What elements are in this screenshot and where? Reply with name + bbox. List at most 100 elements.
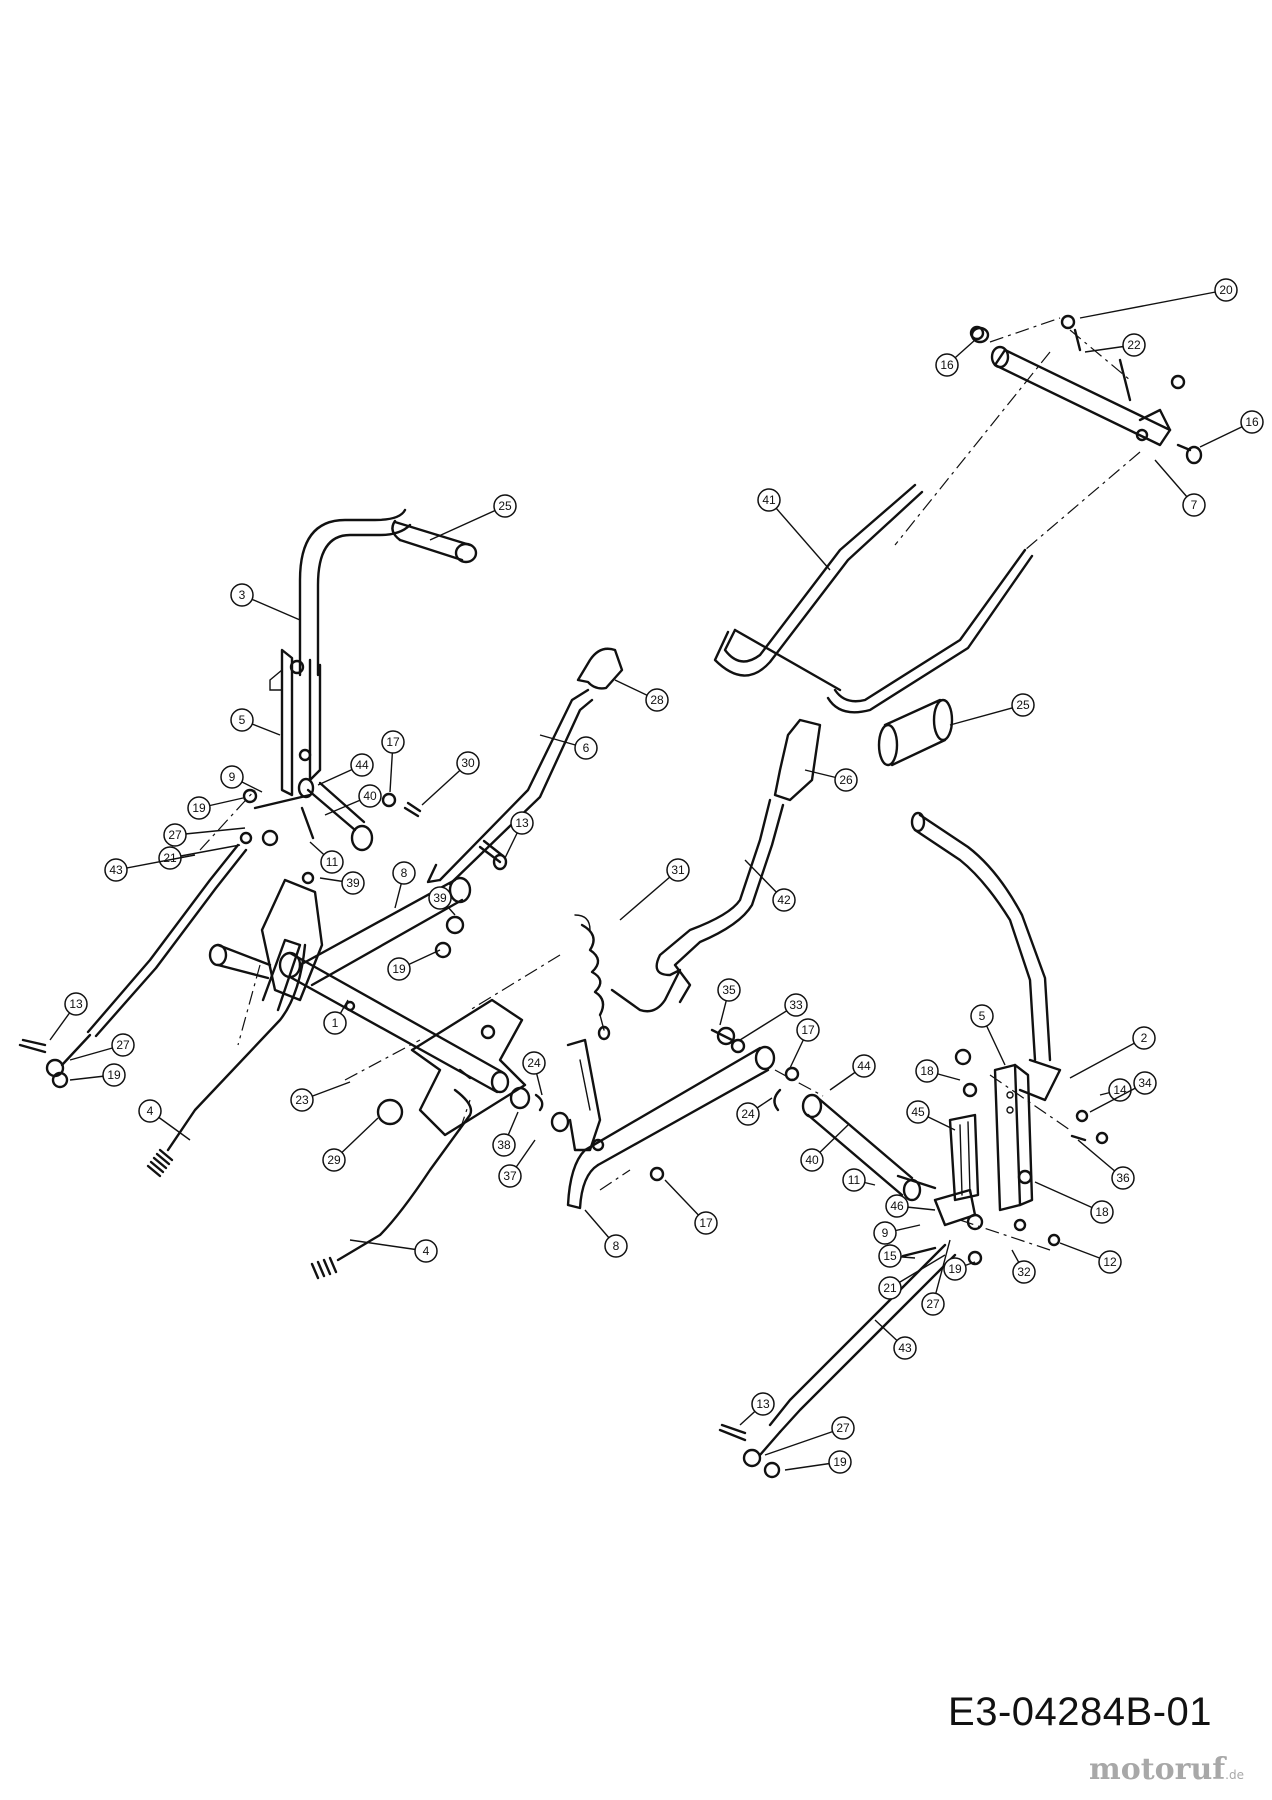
callout-label: 9	[882, 1226, 889, 1240]
callout-label: 16	[940, 358, 954, 372]
callout-bubble	[1098, 1250, 1122, 1274]
callout-19: 19	[69, 1063, 126, 1087]
callout-11: 11	[309, 841, 344, 874]
callout-28: 28	[614, 679, 669, 712]
callout-label: 36	[1116, 1171, 1130, 1185]
callout-25: 25	[949, 693, 1035, 726]
callout-bubble	[510, 811, 534, 835]
callout-7: 7	[1154, 459, 1206, 517]
arm-right	[566, 1045, 776, 1210]
callout-36: 36	[1077, 1139, 1135, 1190]
callout-16: 16	[1199, 410, 1264, 448]
callout-bubble	[943, 1257, 967, 1281]
callout-38: 38	[492, 1111, 519, 1157]
callout-5: 5	[230, 708, 281, 736]
callout-33: 33	[739, 993, 808, 1041]
callout-bubble	[970, 1004, 994, 1028]
callout-label: 41	[762, 493, 776, 507]
callout-13: 13	[504, 811, 534, 859]
callout-label: 9	[229, 770, 236, 784]
callout-26: 26	[804, 768, 858, 792]
bracket-right	[993, 1063, 1034, 1212]
callout-bubble	[320, 850, 344, 874]
callout-label: 29	[327, 1153, 341, 1167]
callout-label: 21	[883, 1281, 897, 1295]
callout-label: 4	[423, 1244, 430, 1258]
callout-label: 44	[355, 758, 369, 772]
callout-leader	[429, 505, 506, 541]
callout-label: 17	[386, 735, 400, 749]
callout-18: 18	[915, 1059, 961, 1083]
callout-bubble	[885, 1194, 909, 1218]
callout-label: 40	[805, 1153, 819, 1167]
callout-label: 44	[857, 1059, 871, 1073]
callout-13: 13	[49, 992, 88, 1041]
callout-leader	[1079, 289, 1227, 319]
callout-17: 17	[664, 1179, 718, 1235]
callout-label: 19	[107, 1068, 121, 1082]
callout-19: 19	[187, 796, 244, 820]
callout-label: 14	[1113, 1083, 1127, 1097]
callout-4: 4	[349, 1239, 438, 1263]
callout-21: 21	[878, 1254, 946, 1300]
callout-label: 32	[1017, 1265, 1031, 1279]
lever-right	[610, 718, 822, 1013]
center-hardware	[376, 1038, 602, 1152]
callout-bubble	[574, 736, 598, 760]
callout-16: 16	[935, 339, 976, 377]
callout-bubble	[1240, 410, 1264, 434]
callout-24: 24	[522, 1051, 546, 1096]
callout-bubble	[1214, 278, 1238, 302]
callout-bubble	[493, 494, 517, 518]
callout-label: 24	[741, 1107, 755, 1121]
callout-bubble	[604, 1234, 628, 1258]
callout-label: 27	[836, 1421, 850, 1435]
callout-27: 27	[764, 1416, 855, 1456]
callout-bubble	[772, 888, 796, 912]
callout-bubble	[104, 858, 128, 882]
callout-bubble	[341, 871, 365, 895]
callout-label: 21	[163, 851, 177, 865]
callout-label: 8	[401, 866, 408, 880]
callout-20: 20	[1079, 278, 1238, 319]
bracket-left	[269, 648, 322, 797]
callout-12: 12	[1059, 1242, 1122, 1274]
callout-label: 19	[833, 1455, 847, 1469]
callout-bubble	[414, 1239, 438, 1263]
callout-bubble	[893, 1336, 917, 1360]
callout-2: 2	[1069, 1026, 1156, 1079]
callout-label: 23	[295, 1093, 309, 1107]
callout-label: 28	[650, 693, 664, 707]
callout-bubble	[852, 1054, 876, 1078]
callout-bubble	[163, 823, 187, 847]
callout-bubble	[834, 768, 858, 792]
callout-leader	[768, 499, 831, 571]
watermark-logo: motoruf.de	[1089, 1752, 1244, 1787]
pin-assembly-left	[253, 777, 374, 852]
callout-bubble	[138, 1099, 162, 1123]
callout-label: 30	[461, 756, 475, 770]
callout-bubble	[1133, 1071, 1157, 1095]
callout-label: 4	[147, 1104, 154, 1118]
callout-label: 11	[326, 855, 339, 869]
callout-39: 39	[319, 871, 365, 895]
callout-31: 31	[619, 858, 690, 921]
callout-label: 13	[69, 997, 83, 1011]
watermark-text: motoruf	[1089, 1752, 1226, 1787]
callout-bubble	[784, 993, 808, 1017]
callout-bubble	[1111, 1166, 1135, 1190]
callout-bubble	[350, 753, 374, 777]
callout-bubble	[906, 1100, 930, 1124]
callout-label: 40	[363, 789, 377, 803]
callout-27: 27	[69, 1033, 135, 1061]
callout-bubble	[1011, 693, 1035, 717]
callout-3: 3	[230, 583, 301, 621]
callout-label: 24	[527, 1056, 541, 1070]
callout-label: 27	[168, 828, 182, 842]
callout-bubble	[831, 1416, 855, 1440]
callout-label: 17	[801, 1023, 815, 1037]
rod-center	[310, 1088, 473, 1280]
callout-bubble	[873, 1221, 897, 1245]
callout-bubble	[456, 751, 480, 775]
